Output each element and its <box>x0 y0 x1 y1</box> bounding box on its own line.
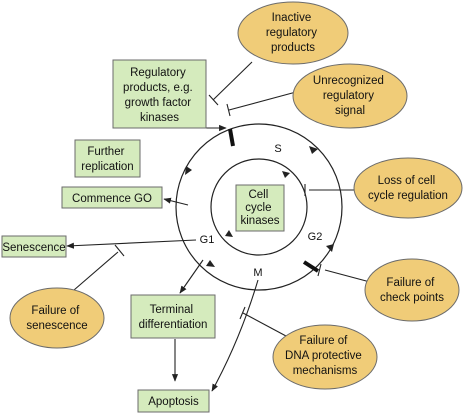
oval-failure-of-senescence-bg <box>9 287 105 349</box>
inhibit-bar-unrecognized-signal <box>226 103 231 117</box>
inhibit-line-inactive-products <box>212 61 253 101</box>
cell-cycle-rings <box>175 123 343 291</box>
checkpoint-bar-g2-m <box>302 260 320 273</box>
inhibit-bar-dna-protective <box>239 306 246 320</box>
phase-label-g2: G2 <box>308 231 323 243</box>
phase-label-m: M <box>253 267 262 279</box>
box-terminal-differentiation-text: Terminal differentiation <box>139 304 208 331</box>
oval-unrecognized-regulatory-signal-bg <box>292 63 408 129</box>
phase-label-g1: G1 <box>200 234 215 246</box>
oval-failure-of-check-points-bg <box>364 258 460 322</box>
box-regulatory-products-bg <box>112 59 207 129</box>
outer-ring-arrow-s <box>309 146 318 154</box>
inner-cycle-ring <box>210 158 308 256</box>
inhibit-line-unrecognized-signal <box>228 91 297 111</box>
box-further-replication: Further replication <box>74 139 141 178</box>
arrow-m-to-apoptosis <box>211 279 259 392</box>
box-regulatory-products-text: Regulatory products, e.g. growth factor … <box>123 67 196 124</box>
inhibit-line-dna-protective <box>242 312 287 337</box>
box-cell-cycle-kinases-text: Cell cycle kinases <box>241 189 280 227</box>
box-senescence-bg <box>1 235 67 258</box>
inner-ring-arrow-bottom <box>225 230 233 237</box>
box-senescence: Senescence <box>1 235 67 258</box>
inhibit-line-failure-senescence <box>73 251 119 291</box>
oval-failure-of-dna-protective-mechanisms: Failure of DNA protective mechanisms <box>272 324 378 390</box>
box-terminal-differentiation-bg <box>130 294 216 339</box>
oval-inactive-regulatory-products-text: Inactive regulatory products <box>266 12 320 54</box>
box-further-replication-text: Further replication <box>81 146 133 173</box>
outer-ring-arrow-g2 <box>326 244 334 252</box>
box-apoptosis-bg <box>137 389 210 413</box>
box-commence-go-text: Commence GO <box>72 193 152 205</box>
oval-failure-of-senescence-text: Failure of senescence <box>26 305 87 332</box>
phase-label-s: S <box>274 143 281 155</box>
box-cell-cycle-kinases-bg <box>235 184 285 232</box>
box-senescence-text: Senescence <box>2 242 65 254</box>
oval-failure-of-check-points-text: Failure of check points <box>380 277 444 304</box>
box-terminal-differentiation: Terminal differentiation <box>130 294 216 339</box>
box-commence-go: Commence GO <box>61 186 163 209</box>
outer-ring-arrow-m <box>206 260 215 267</box>
box-regulatory-products: Regulatory products, e.g. growth factor … <box>112 59 207 129</box>
inhibit-bar-check-points <box>317 263 322 277</box>
oval-loss-of-cell-cycle-regulation-bg <box>353 157 463 219</box>
oval-failure-of-senescence: Failure of senescence <box>9 287 105 349</box>
arrow-to-terminal-differentiation <box>179 259 204 294</box>
box-cell-cycle-kinases: Cell cycle kinases <box>235 184 285 232</box>
oval-unrecognized-regulatory-signal-text: Unrecognized regulatory signal <box>313 75 387 117</box>
box-commence-go-bg <box>61 186 163 209</box>
outer-cycle-ring <box>175 123 343 291</box>
oval-loss-of-cell-cycle-regulation-text: Loss of cell cycle regulation <box>368 175 448 202</box>
oval-failure-of-check-points: Failure of check points <box>364 258 460 322</box>
oval-inactive-regulatory-products: Inactive regulatory products <box>237 1 349 65</box>
connectors <box>66 61 371 392</box>
oval-inactive-regulatory-products-bg <box>237 1 349 65</box>
inhibit-bar-failure-senescence <box>114 244 125 257</box>
oval-failure-of-dna-protective-mechanisms-text: Failure of DNA protective mechanisms <box>285 335 365 377</box>
box-apoptosis: Apoptosis <box>137 389 210 413</box>
oval-loss-of-cell-cycle-regulation: Loss of cell cycle regulation <box>353 157 463 219</box>
checkpoint-bar-g1-s <box>228 128 235 147</box>
box-further-replication-bg <box>74 139 141 178</box>
oval-unrecognized-regulatory-signal: Unrecognized regulatory signal <box>292 63 408 129</box>
inhibit-bar-inactive-products <box>208 94 219 106</box>
outer-ring-arrow-g1 <box>185 166 192 175</box>
oval-failure-of-dna-protective-mechanisms-bg <box>272 324 378 390</box>
box-apoptosis-text: Apoptosis <box>148 396 199 408</box>
arrow-to-senescence <box>66 239 197 249</box>
inner-ring-arrow-top <box>282 171 290 178</box>
arrow-to-commence-go <box>163 197 189 206</box>
inhibit-line-check-points <box>324 269 371 283</box>
